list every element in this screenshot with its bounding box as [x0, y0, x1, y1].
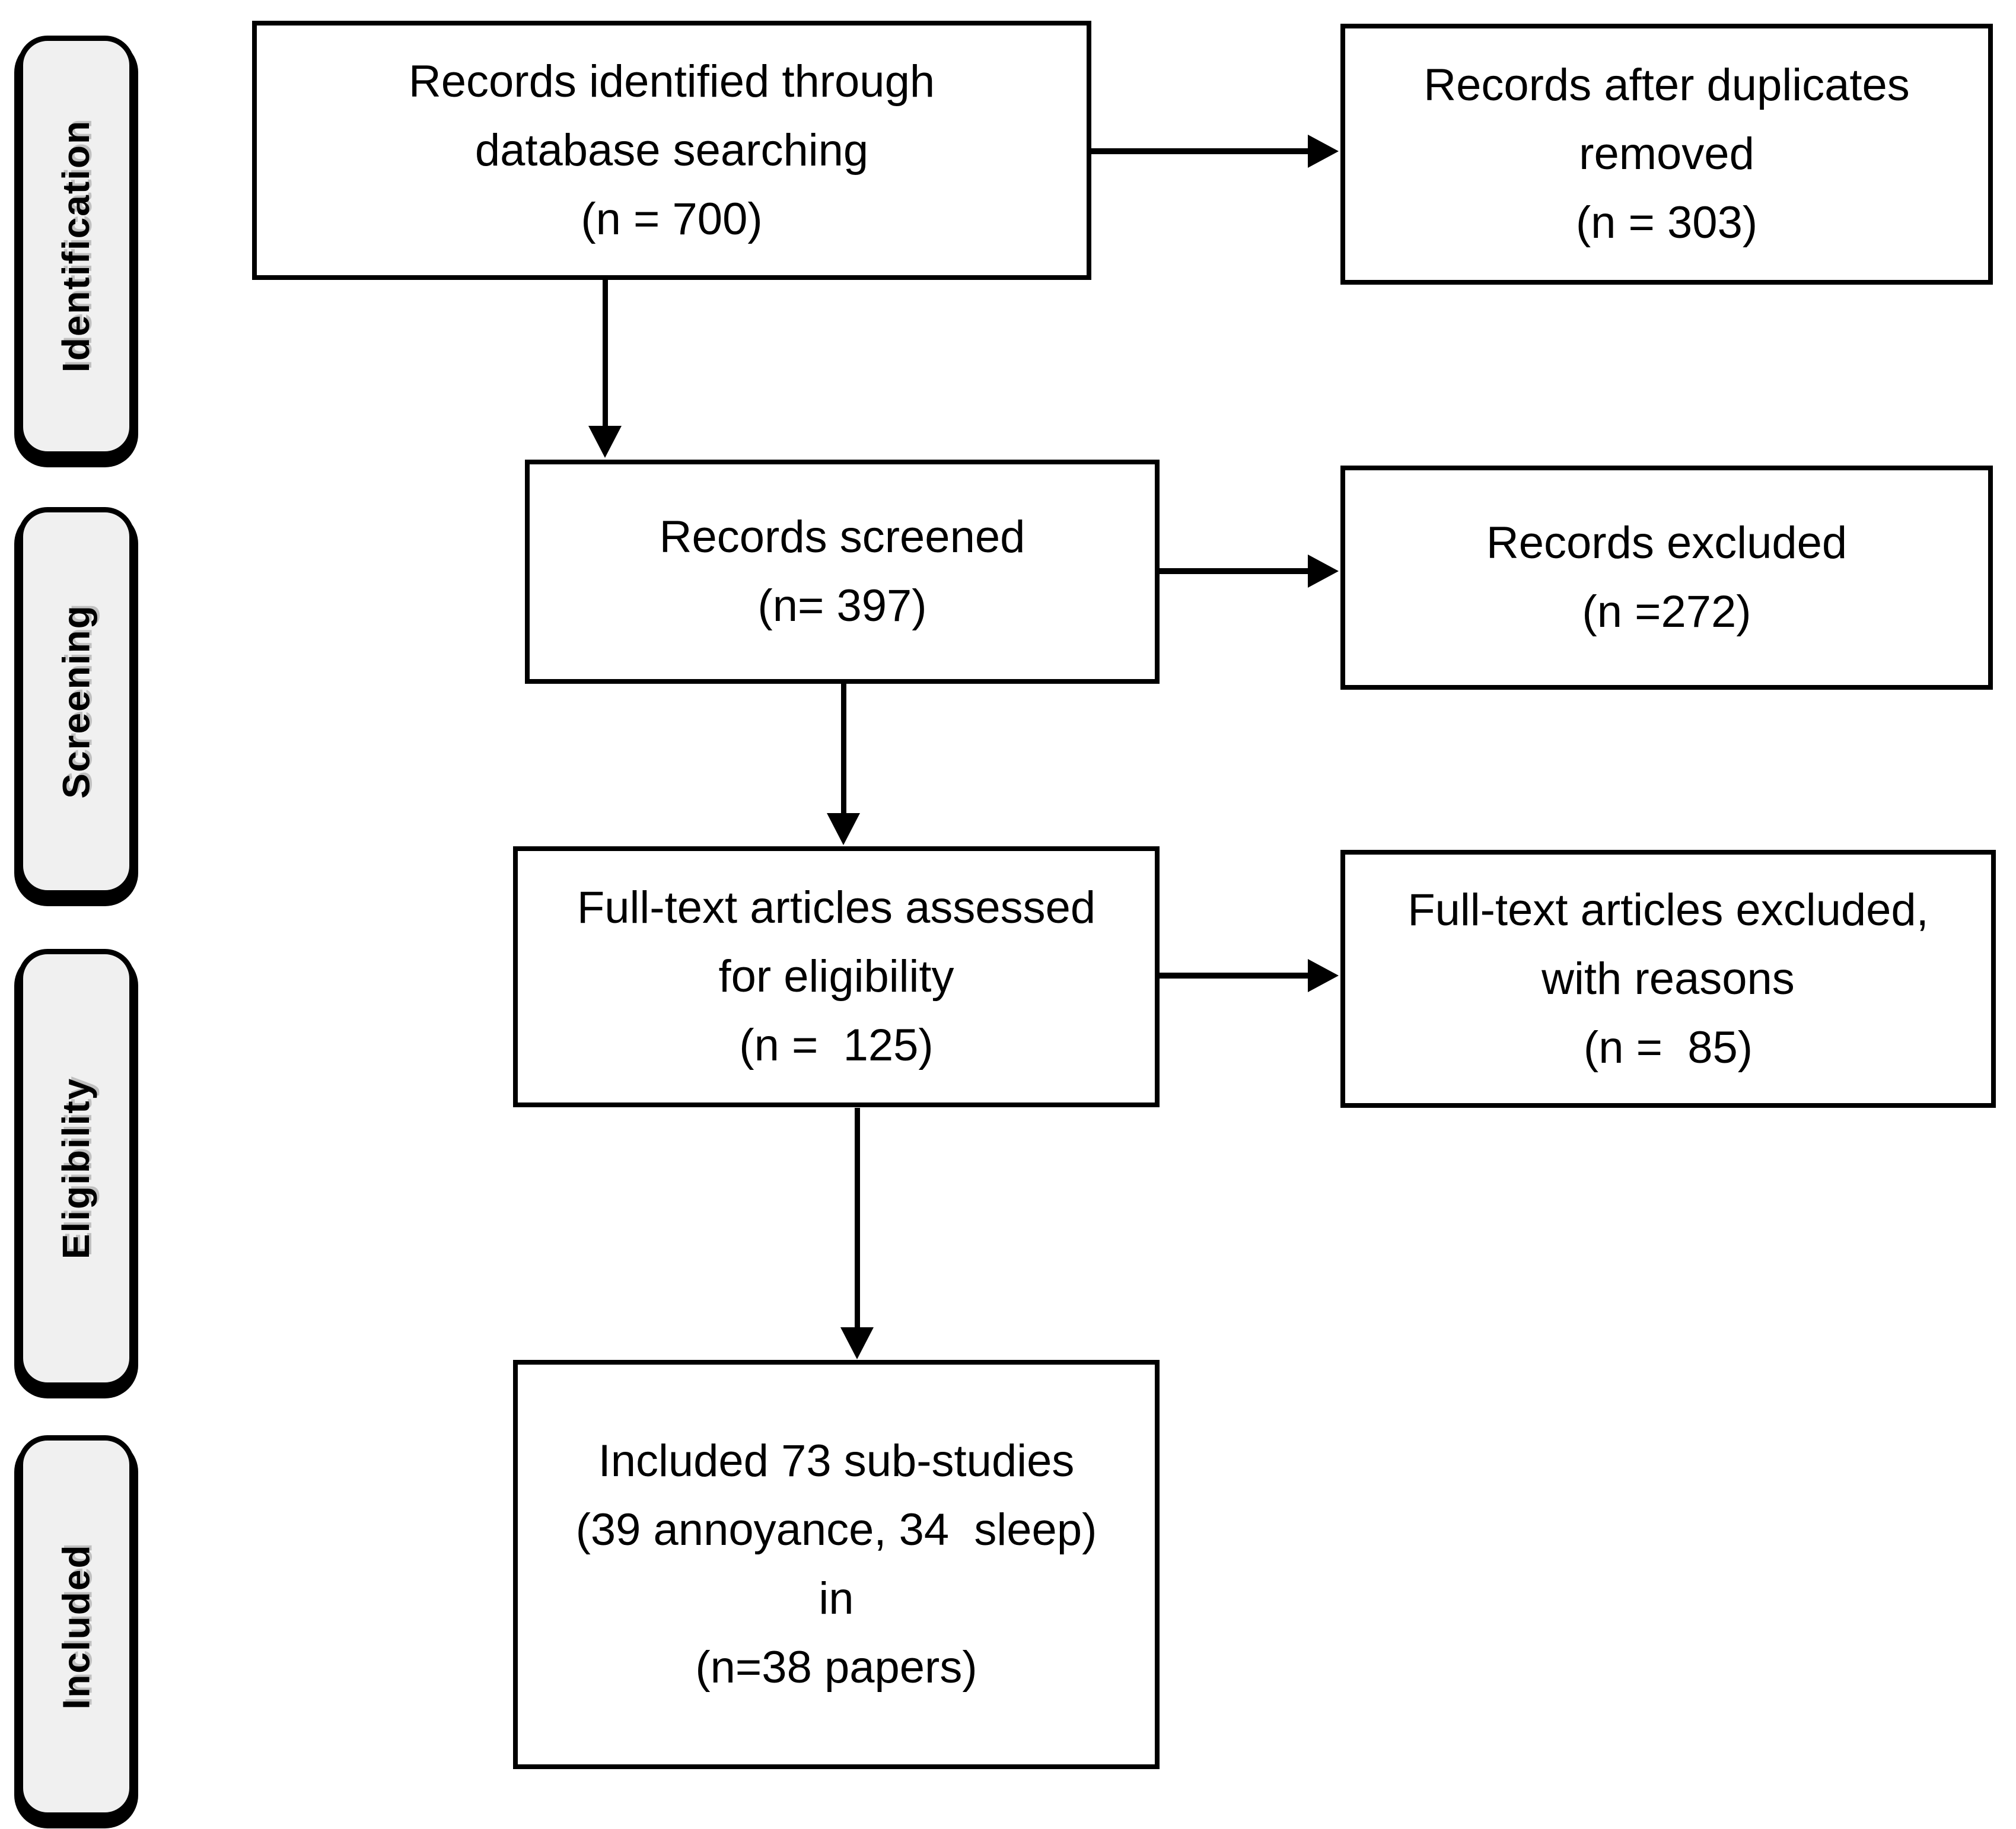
arrow-shaft [855, 1108, 860, 1327]
flow-box-duplicates-removed-text: Records after duplicates removed (n = 30… [1423, 60, 1910, 248]
stage-pill-identification: Identification [18, 36, 135, 457]
stage-label-screening: Screening [55, 604, 98, 799]
flow-box-fulltext-excluded-text: Full-text articles excluded, with reason… [1407, 884, 1929, 1073]
flow-box-records-identified: Records identified through database sear… [252, 21, 1091, 280]
flow-box-included-substudies: Included 73 sub-studies (39 annoyance, 3… [513, 1360, 1160, 1769]
arrowhead-right-icon [1308, 555, 1339, 588]
flow-box-records-screened: Records screened (n= 397) [525, 460, 1160, 684]
arrow-shaft [1160, 568, 1308, 574]
stage-label-eligibility: Eligibility [55, 1077, 98, 1260]
arrowhead-right-icon [1308, 135, 1339, 168]
arrow-shaft [841, 684, 846, 813]
flow-box-records-screened-text: Records screened (n= 397) [659, 512, 1025, 631]
flow-box-records-excluded: Records excluded (n =272) [1340, 466, 1993, 690]
flow-box-duplicates-removed: Records after duplicates removed (n = 30… [1340, 24, 1993, 285]
flow-box-records-identified-text: Records identified through database sear… [408, 56, 935, 244]
stage-pill-included: Included [18, 1435, 135, 1818]
flow-box-records-excluded-text: Records excluded (n =272) [1486, 518, 1848, 637]
flow-box-included-substudies-text: Included 73 sub-studies (39 annoyance, 3… [575, 1436, 1097, 1693]
arrowhead-down-icon [827, 813, 860, 845]
stage-label-identification: Identification [55, 119, 98, 373]
stage-label-included: Included [55, 1543, 98, 1710]
flow-box-fulltext-excluded: Full-text articles excluded, with reason… [1340, 850, 1996, 1108]
flow-box-fulltext-assessed-text: Full-text articles assessed for eligibil… [577, 882, 1096, 1070]
stage-pill-eligibility: Eligibility [18, 949, 135, 1388]
arrow-shaft [603, 280, 608, 426]
arrowhead-down-icon [840, 1327, 874, 1359]
arrowhead-down-icon [588, 426, 622, 458]
stage-pill-screening: Screening [18, 507, 135, 896]
arrowhead-right-icon [1308, 959, 1339, 992]
flow-box-fulltext-assessed: Full-text articles assessed for eligibil… [513, 846, 1160, 1107]
arrow-shaft [1091, 148, 1308, 154]
arrow-shaft [1160, 973, 1308, 979]
